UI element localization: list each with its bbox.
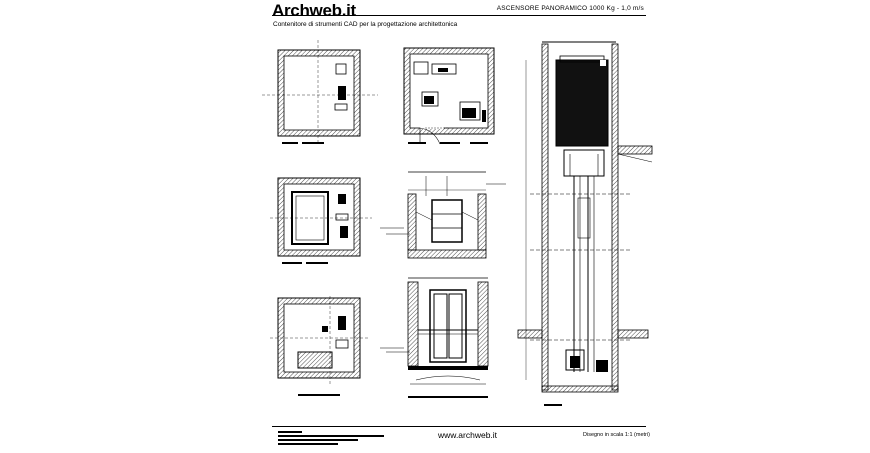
footer-url: www.archweb.it <box>438 430 498 440</box>
landing-door-section <box>386 277 489 398</box>
plan-view-top <box>262 40 378 144</box>
title-block-lines <box>278 431 384 445</box>
plan-view-middle <box>270 177 404 264</box>
header-rule <box>272 15 646 16</box>
drawing-title: ASCENSORE PANORAMICO 1000 Kg - 1,0 m/s <box>496 5 644 12</box>
full-shaft-section <box>517 41 653 406</box>
drawing-scale: Disegno in scala 1:1 (metri) <box>583 432 650 438</box>
header-subtitle: Contenitore di strumenti CAD per la prog… <box>273 21 458 28</box>
car-plan-view <box>403 47 495 145</box>
footer-rule <box>272 426 646 427</box>
shaft-section-middle <box>386 171 506 259</box>
plan-view-bottom <box>270 296 404 396</box>
